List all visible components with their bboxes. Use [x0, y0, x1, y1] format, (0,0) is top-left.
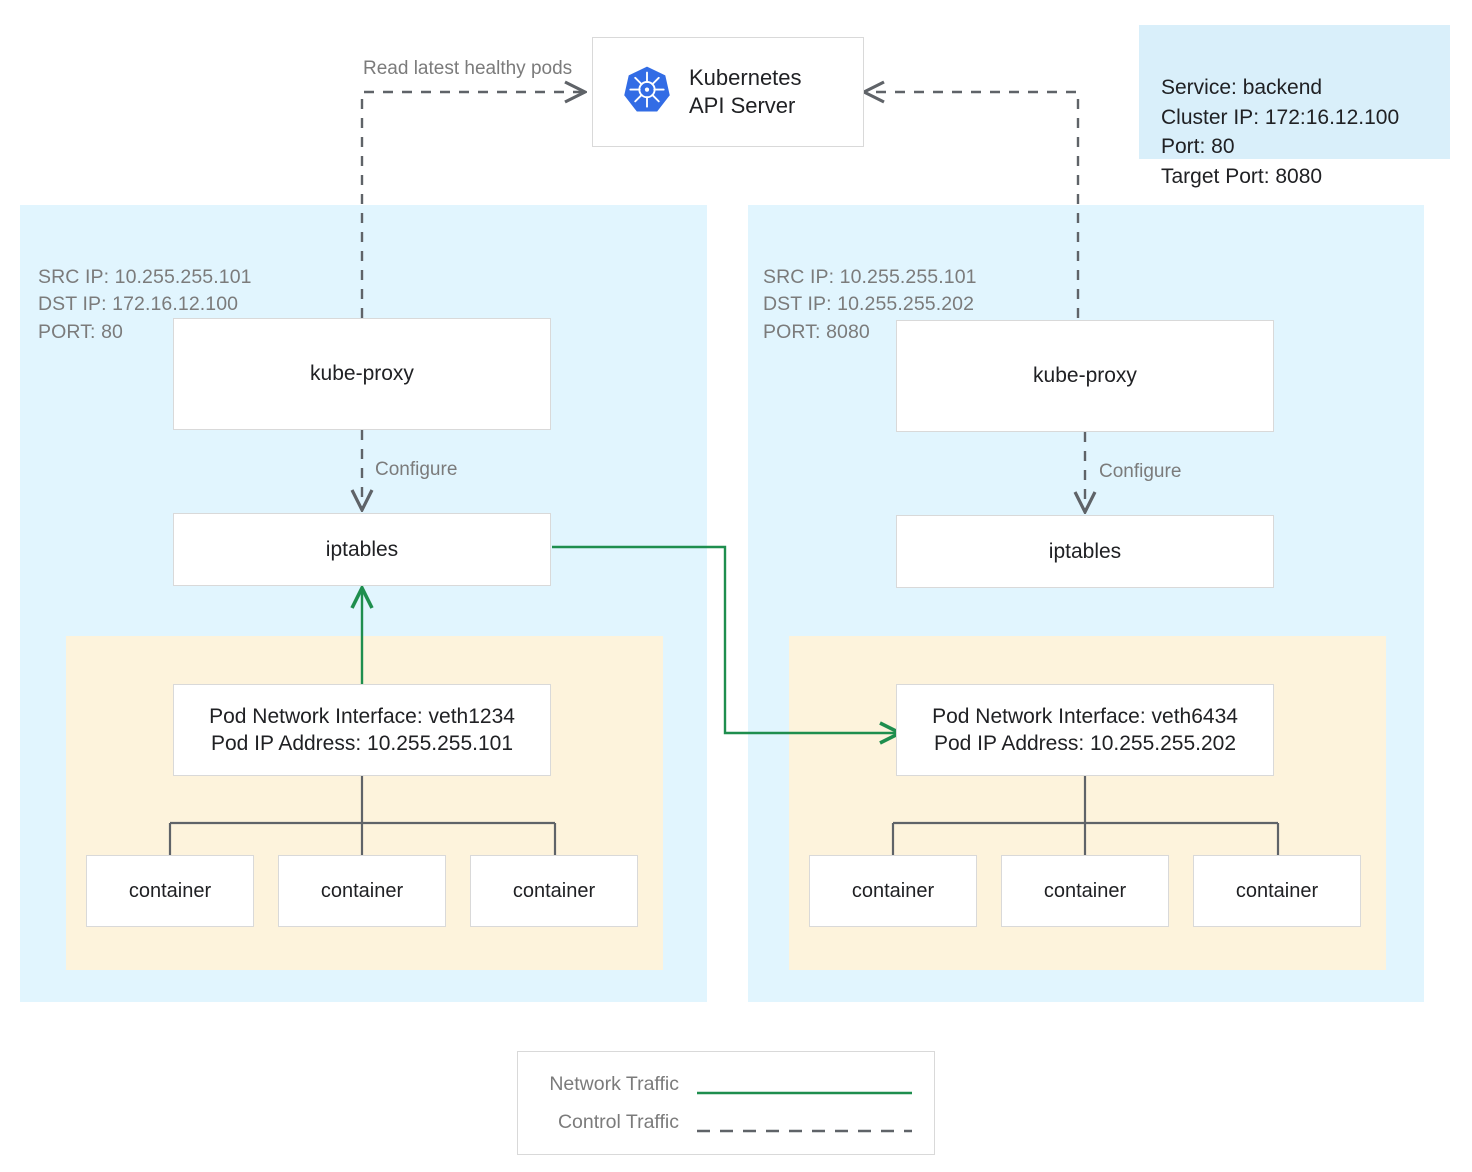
legend-row-network-traffic: Network Traffic [540, 1070, 912, 1098]
kube-proxy-label-right: kube-proxy [1033, 364, 1137, 388]
iptables-label-left: iptables [325, 537, 399, 561]
container-label: container [1043, 880, 1127, 902]
read-latest-healthy-pods-label: Read latest healthy pods [363, 58, 572, 80]
pod-network-interface-box-left[interactable]: Pod Network Interface: veth1234 Pod IP A… [173, 684, 551, 776]
configure-label-left: Configure [375, 459, 457, 481]
legend: Network Traffic Control Traffic [517, 1051, 935, 1155]
container-box[interactable]: container [1193, 855, 1361, 927]
ip-info-right: SRC IP: 10.255.255.101 DST IP: 10.255.25… [763, 236, 1063, 347]
configure-label-right: Configure [1099, 461, 1181, 483]
container-label: container [128, 880, 212, 902]
container-box[interactable]: container [1001, 855, 1169, 927]
pod-interface-line2-left: Pod IP Address: 10.255.255.101 [210, 732, 514, 755]
container-label: container [1235, 880, 1319, 902]
kube-proxy-label-left: kube-proxy [310, 362, 414, 386]
legend-label-control-traffic: Control Traffic [557, 1110, 679, 1133]
container-box[interactable]: container [470, 855, 638, 927]
pod-interface-lines-right: Pod Network Interface: veth6434 Pod IP A… [932, 703, 1238, 758]
container-box[interactable]: container [278, 855, 446, 927]
read-pods-text: Read latest healthy pods [363, 58, 573, 79]
ip-info-left-text: SRC IP: 10.255.255.101 DST IP: 172.16.12… [38, 265, 252, 344]
iptables-box-left[interactable]: iptables [173, 513, 551, 586]
legend-label-network-traffic: Network Traffic [549, 1072, 679, 1095]
kubernetes-logo-icon [621, 64, 673, 121]
configure-text-left: Configure [375, 459, 458, 480]
pod-network-interface-box-right[interactable]: Pod Network Interface: veth6434 Pod IP A… [896, 684, 1274, 776]
pod-interface-line2-right: Pod IP Address: 10.255.255.202 [933, 732, 1237, 755]
iptables-box-right[interactable]: iptables [896, 515, 1274, 588]
pod-interface-line1-right: Pod Network Interface: veth6434 [932, 704, 1238, 728]
kubernetes-api-server-box[interactable]: Kubernetes API Server [592, 37, 864, 147]
container-box[interactable]: container [809, 855, 977, 927]
legend-swatch-solid-line [697, 1083, 912, 1094]
pod-interface-line1-left: Pod Network Interface: veth1234 [209, 704, 515, 728]
ip-info-right-text: SRC IP: 10.255.255.101 DST IP: 10.255.25… [763, 265, 977, 344]
iptables-label-right: iptables [1048, 539, 1122, 563]
service-info-text: Service: backend Cluster IP: 172:16.12.1… [1161, 75, 1400, 189]
api-server-label: Kubernetes API Server [689, 65, 802, 118]
container-label: container [512, 880, 596, 902]
kube-proxy-box-right[interactable]: kube-proxy [896, 320, 1274, 432]
legend-swatch-dashed-line [697, 1121, 912, 1132]
service-info-box: Service: backend Cluster IP: 172:16.12.1… [1139, 25, 1450, 188]
legend-row-control-traffic: Control Traffic [540, 1108, 912, 1136]
kube-proxy-box-left[interactable]: kube-proxy [173, 318, 551, 430]
pod-interface-lines-left: Pod Network Interface: veth1234 Pod IP A… [209, 703, 515, 758]
container-label: container [851, 880, 935, 902]
configure-text-right: Configure [1099, 461, 1182, 482]
container-box[interactable]: container [86, 855, 254, 927]
ip-info-left: SRC IP: 10.255.255.101 DST IP: 172.16.12… [38, 236, 338, 347]
container-label: container [320, 880, 404, 902]
